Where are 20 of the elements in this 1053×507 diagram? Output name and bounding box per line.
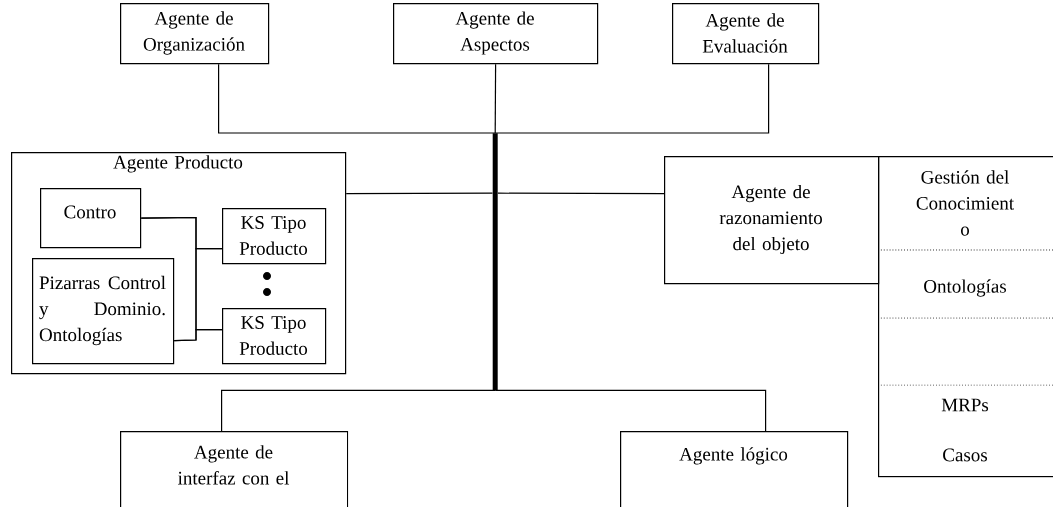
connector-line <box>345 192 494 195</box>
component-box: KS Tipo Producto <box>222 208 327 265</box>
agent-box: Agente de interfaz con el <box>120 431 349 507</box>
connector-line <box>497 192 665 195</box>
agent-box: Agente de Evaluación <box>672 3 820 65</box>
connector-line <box>173 329 223 342</box>
component-box: Pizarras Control y Dominio. Ontologías <box>32 258 175 365</box>
agent-box: Agente lógico <box>620 431 849 507</box>
component-box: KS Tipo Producto <box>222 308 327 365</box>
agent-box: Agente de razonamiento del objeto <box>664 156 880 285</box>
agent-box: Agente de Organización <box>120 3 270 65</box>
component-box: Contro <box>40 188 142 249</box>
connector-line <box>494 63 497 134</box>
connector-line <box>218 63 496 134</box>
connector-line <box>494 63 770 134</box>
bus-bar <box>492 133 498 391</box>
knowledge-panel: Gestión del Conocimient o Ontologías MRPs Casos <box>877 156 1053 478</box>
agent-box: Agente de Aspectos <box>393 3 599 65</box>
connector-line <box>221 389 496 432</box>
connector-line <box>494 389 767 432</box>
